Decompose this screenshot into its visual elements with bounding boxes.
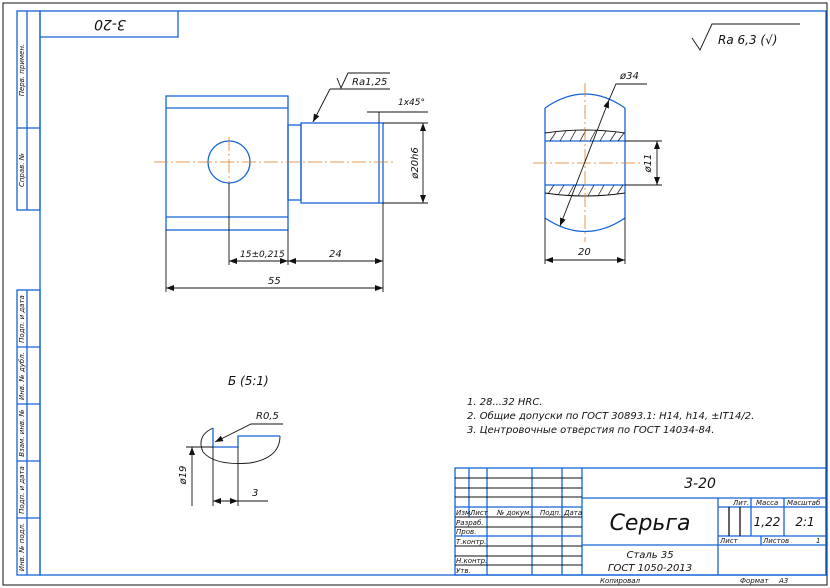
dim-sphere: ø34 — [619, 71, 639, 82]
side-label: Взам. инв. № — [18, 409, 26, 457]
dim-total-length: 55 — [268, 276, 281, 287]
title-block: 3-20 Серьга Сталь 35 ГОСТ 1050-2013 Изм.… — [454, 467, 827, 585]
tb-format-label: Формат — [740, 577, 769, 585]
tb-scale: 2:1 — [795, 515, 814, 529]
tb-part-name: Серьга — [610, 511, 691, 536]
side-label: Перв. примен. — [18, 44, 26, 97]
note: 2. Общие допуски по ГОСТ 30893.1: H14, h… — [467, 410, 754, 422]
note: 1. 28...32 HRC. — [467, 397, 543, 408]
tb-header: Дата — [563, 509, 582, 517]
detail-view: Б (5:1) ø19 3 R0,5 — [178, 374, 283, 506]
tb-sheet-label: Лист — [719, 537, 739, 545]
dim-shaft-length: 24 — [329, 249, 342, 260]
tb-material-standard: ГОСТ 1050-2013 — [608, 563, 692, 574]
side-label: Инв. № дубл. — [18, 352, 26, 400]
detail-radius: R0,5 — [256, 411, 279, 422]
tb-role: Н.контр. — [456, 557, 487, 565]
tb-mass: 1,22 — [754, 515, 781, 529]
roughness-label: Ra1,25 — [352, 77, 387, 88]
side-label: Инв. № подл. — [18, 523, 26, 571]
dim-shaft-diameter: ø20h6 — [410, 147, 421, 180]
tb-lit-label: Лит. — [732, 499, 749, 507]
tb-copied-label: Копировал — [600, 577, 641, 585]
tb-format: A3 — [778, 577, 788, 585]
roughness-text: Ra 6,3 (√) — [718, 33, 777, 47]
tb-role: Пров. — [456, 528, 476, 536]
detail-diameter: ø19 — [178, 466, 189, 486]
main-view: 15±0,215 24 55 ø20h6 1x45° Ra1,25 — [154, 72, 428, 292]
tb-sheets: 1 — [816, 537, 820, 545]
tb-material: Сталь 35 — [626, 550, 673, 561]
detail-title: Б (5:1) — [228, 374, 269, 388]
side-label: Подп. и дата — [18, 466, 26, 514]
drawing-frame: 3-20 Перв. примен. Справ. № Подп. и дата… — [16, 10, 827, 576]
general-roughness: Ra 6,3 (√) — [691, 23, 800, 51]
tb-header: № докум. — [496, 509, 532, 517]
tb-header: Лист — [469, 509, 489, 517]
dim-hole-offset: 15±0,215 — [240, 250, 285, 260]
tb-role: Т.контр. — [456, 538, 486, 546]
tb-role: Разраб. — [456, 519, 484, 527]
section-view: 20 ø11 ø34 — [533, 71, 662, 264]
tb-header: Подп. — [540, 509, 561, 517]
tb-scale-label: Масштаб — [787, 499, 821, 507]
tb-designation: 3-20 — [684, 476, 716, 492]
tb-role: Утв. — [456, 567, 471, 575]
technical-notes: 1. 28...32 HRC. 2. Общие допуски по ГОСТ… — [467, 397, 754, 436]
dim-bore: ø11 — [643, 154, 654, 174]
top-left-designation: 3-20 — [94, 16, 126, 32]
note: 3. Центровочные отверстия по ГОСТ 14034-… — [467, 425, 714, 436]
chamfer-label: 1x45° — [398, 98, 425, 108]
side-label: Справ. № — [18, 153, 26, 187]
detail-length: 3 — [252, 488, 258, 499]
tb-mass-label: Масса — [756, 499, 778, 507]
tb-sheets-label: Листов — [762, 537, 789, 545]
side-label: Подп. и дата — [18, 295, 26, 343]
tb-header: Изм. — [456, 509, 472, 517]
dim-width: 20 — [578, 247, 591, 258]
